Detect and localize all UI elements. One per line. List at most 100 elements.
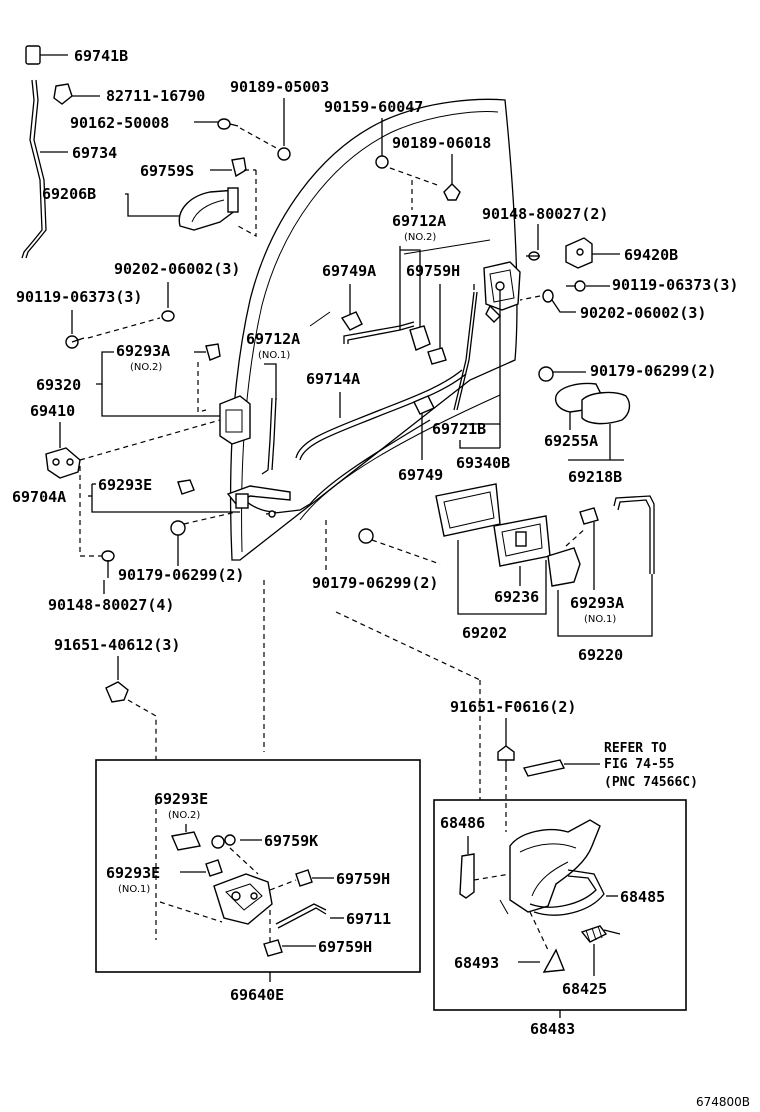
label-69293A-no1: 69293A	[570, 594, 624, 612]
label-69640E: 69640E	[230, 986, 284, 1004]
outside-handle-69218B	[554, 382, 631, 425]
label-69734: 69734	[72, 144, 117, 162]
door-lock-69340B	[483, 261, 521, 323]
inside-handle-69236	[493, 515, 551, 567]
label-69293E-no1: 69293E	[106, 864, 160, 882]
label-69218B: 69218B	[568, 468, 622, 486]
label-69293E-no2: 69293E	[154, 790, 208, 808]
bolt-90148-b	[101, 550, 115, 578]
label-90202-06002-left: 90202-06002(3)	[114, 260, 240, 278]
screw-90162	[217, 118, 239, 130]
label-69749: 69749	[398, 466, 443, 484]
label-69293A-no1-sub: (NO.1)	[584, 614, 616, 625]
spring-68425	[580, 925, 621, 943]
label-69420B: 69420B	[624, 246, 678, 264]
label-69714A: 69714A	[306, 370, 360, 388]
label-90159-60047: 90159-60047	[324, 98, 423, 116]
label-69202: 69202	[462, 624, 507, 642]
label-69712A-no2-sub: (NO.2)	[404, 232, 436, 243]
cap-68493	[542, 948, 565, 973]
clip-69759H-low	[263, 939, 283, 957]
label-90179-06299-left: 90179-06299(2)	[118, 566, 244, 584]
label-90189-06018: 90189-06018	[392, 134, 491, 152]
grommet-90179-right	[538, 366, 554, 382]
grommet-90179-mid	[358, 528, 374, 544]
refer-note-2: FIG 74-55	[604, 757, 674, 772]
clip-69293E-no2	[171, 831, 201, 851]
label-69220: 69220	[578, 646, 623, 664]
label-68493: 68493	[454, 954, 499, 972]
screw-90119-left	[65, 335, 85, 349]
label-69293E-no2-sub: (NO.2)	[168, 810, 200, 821]
label-90179-06299-mid: 90179-06299(2)	[312, 574, 438, 592]
label-69293A-no2: 69293A	[116, 342, 170, 360]
label-69206B: 69206B	[42, 185, 96, 203]
label-90148-80027-4: 90148-80027(4)	[48, 596, 174, 614]
clip-69293A-no2	[205, 343, 221, 361]
control-rod-69712A-no1	[261, 397, 277, 475]
label-90179-06299-right: 90179-06299(2)	[590, 362, 716, 380]
inside-lock-knob	[25, 45, 68, 65]
grip-68485	[529, 869, 605, 916]
label-90148-80027-2: 90148-80027(2)	[482, 205, 608, 223]
cable-69714A	[295, 369, 467, 461]
label-69340B: 69340B	[456, 454, 510, 472]
label-91651-40612: 91651-40612(3)	[54, 636, 180, 654]
label-69759H-low: 69759H	[318, 938, 372, 956]
label-69711: 69711	[346, 910, 391, 928]
label-69236: 69236	[494, 588, 539, 606]
label-91651-F0616: 91651-F0616(2)	[450, 698, 576, 716]
label-69712A-no1-sub: (NO.1)	[258, 350, 290, 361]
label-69293E-no1-sub: (NO.1)	[118, 884, 150, 895]
clip-69293E-top	[177, 479, 195, 495]
label-69712A-no2: 69712A	[392, 212, 446, 230]
bolt-91651-right	[497, 745, 515, 772]
grommet-90179-left	[170, 520, 186, 536]
control-rod-69712A-no2	[343, 321, 415, 344]
label-90162-50008: 90162-50008	[70, 114, 169, 132]
bolt-91651-left	[105, 681, 129, 703]
washer-90202-right	[542, 289, 554, 303]
label-69759H-top: 69759H	[406, 262, 460, 280]
nut-90189-06018	[443, 183, 461, 201]
refer-note-3: (PNC 74566C)	[604, 775, 698, 790]
label-plate	[522, 759, 566, 777]
label-69704A: 69704A	[12, 488, 66, 506]
refer-note-1: REFER TO	[604, 741, 667, 756]
nut-90159-60047	[375, 155, 389, 169]
label-69749A: 69749A	[322, 262, 376, 280]
lock-assembly-69640E	[213, 873, 273, 925]
lock-rod	[21, 79, 68, 259]
rod-clip	[53, 83, 100, 105]
label-68486: 68486	[440, 814, 485, 832]
clip-69759H-mid	[295, 869, 313, 887]
label-90119-06373-right: 90119-06373(3)	[612, 276, 738, 294]
label-69759H-mid: 69759H	[336, 870, 390, 888]
clip-69293E-no1	[205, 859, 223, 877]
hinge-69410	[45, 447, 81, 479]
handle-frame-69202	[435, 483, 501, 537]
label-69759S: 69759S	[140, 162, 194, 180]
clip-69759H-top	[427, 347, 447, 365]
label-68485: 68485	[620, 888, 665, 906]
label-69293A-no2-sub: (NO.2)	[130, 362, 162, 373]
bolt-90148-a	[526, 251, 540, 261]
label-90189-05003: 90189-05003	[230, 78, 329, 96]
bracket-69220	[547, 547, 581, 587]
inside-handle-69206B	[178, 187, 239, 231]
label-82711-16790: 82711-16790	[106, 87, 205, 105]
remote-control-69206-bracket	[219, 395, 251, 445]
label-69320: 69320	[36, 376, 81, 394]
label-68425: 68425	[562, 980, 607, 998]
clip-69759S	[231, 157, 247, 178]
clip-69759K	[211, 834, 236, 849]
label-69410: 69410	[30, 402, 75, 420]
label-90119-06373-left: 90119-06373(3)	[16, 288, 142, 306]
label-69255A: 69255A	[544, 432, 598, 450]
clip-69749	[413, 395, 435, 415]
label-69721B: 69721B	[432, 420, 486, 438]
handle-assembly-68483	[509, 819, 601, 913]
striker-69420B	[565, 237, 593, 269]
clip-69293A-no1	[579, 507, 599, 525]
